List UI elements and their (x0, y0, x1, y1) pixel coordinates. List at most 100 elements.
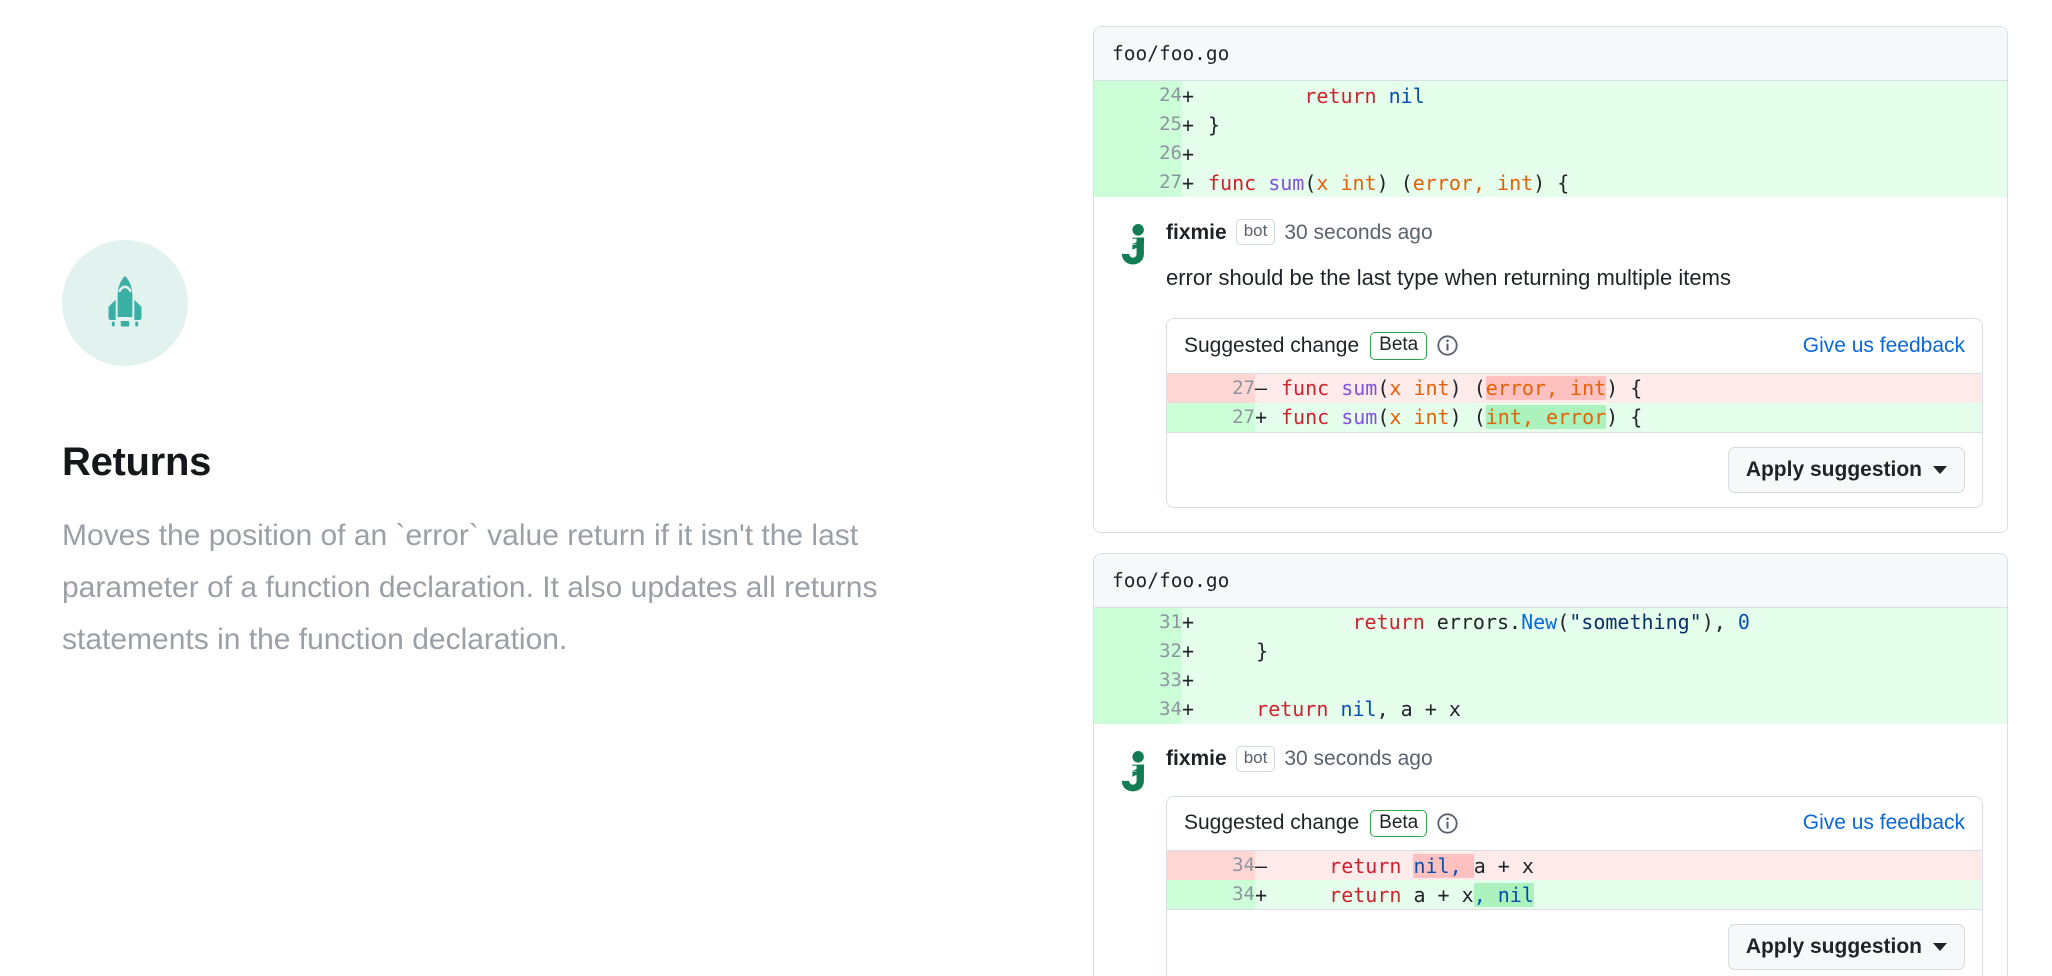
diff-row: 27 + func sum(x int) (error, int) { (1094, 168, 2007, 198)
diff-file-path[interactable]: foo/foo.go (1094, 27, 2007, 82)
code-token (1281, 854, 1329, 878)
diff-code (1208, 139, 2007, 169)
avatar[interactable] (1094, 219, 1166, 507)
diff-marker: + (1182, 139, 1208, 169)
diff-row: 32 + } (1094, 636, 2007, 666)
diff-row: 33 + (1094, 665, 2007, 695)
suggested-change-box: Suggested change Beta Give us feedback 2… (1166, 317, 1983, 508)
code-token (1328, 697, 1340, 721)
diff-code (1208, 665, 2007, 695)
review-comment: fixmie bot 30 seconds ago Suggested chan… (1094, 723, 2007, 976)
code-token: ) ( (1376, 170, 1413, 195)
suggestion-label: Suggested change (1184, 811, 1360, 835)
code-token: ) ( (1449, 376, 1486, 401)
review-threads: foo/foo.go 24 + return nil 25 + } 26 + 2… (1093, 26, 2008, 976)
code-token: func (1281, 405, 1330, 430)
suggestion-label: Suggested change (1184, 333, 1360, 357)
code-token: x int (1389, 405, 1450, 430)
comment-timestamp: 30 seconds ago (1284, 220, 1433, 244)
comment-body: fixmie bot 30 seconds ago Suggested chan… (1166, 745, 2007, 976)
diff-line-number: 32 (1094, 636, 1182, 666)
diff-file-path[interactable]: foo/foo.go (1094, 553, 2007, 608)
code-token: ), (1701, 610, 1738, 635)
code-token (1329, 405, 1341, 429)
diff-code: return nil (1208, 81, 2007, 111)
apply-suggestion-label: Apply suggestion (1745, 935, 1922, 959)
code-token: nil, (1413, 853, 1474, 878)
diff-line-number: 25 (1094, 110, 1182, 140)
bot-badge: bot (1235, 219, 1276, 245)
code-token: a + x (1473, 853, 1534, 878)
info-icon[interactable] (1437, 813, 1458, 834)
diff-line-number: 34 (1167, 880, 1255, 910)
comment-meta: fixmie bot 30 seconds ago (1166, 219, 1983, 245)
code-token: return (1329, 853, 1402, 878)
fixmie-bot-avatar-icon (1121, 224, 1144, 265)
code-token: ( (1304, 170, 1317, 195)
diff-card: foo/foo.go 24 + return nil 25 + } 26 + 2… (1093, 26, 2008, 533)
rocket-icon (108, 275, 142, 327)
rocket-icon-badge (62, 240, 188, 366)
comment-author[interactable]: fixmie (1166, 747, 1227, 771)
comment-author[interactable]: fixmie (1166, 220, 1227, 244)
code-token: x int (1389, 376, 1450, 401)
diff-code: func sum(x int) (int, error) { (1281, 402, 1982, 432)
info-icon[interactable] (1437, 335, 1458, 356)
code-token: sum (1268, 170, 1305, 195)
code-token: , nil (1473, 882, 1534, 907)
code-token: ( (1377, 405, 1390, 430)
code-token (1377, 84, 1389, 108)
diff-line-number: 27 (1167, 373, 1255, 403)
diff-line-number: 34 (1094, 694, 1182, 724)
diff-marker: + (1182, 110, 1208, 140)
code-token: } (1208, 112, 1221, 137)
diff-line-number: 24 (1094, 81, 1182, 111)
code-token: ) { (1606, 405, 1643, 430)
code-token: x int (1316, 170, 1377, 195)
suggestion-footer: Apply suggestion (1167, 909, 1982, 976)
code-token (1208, 84, 1304, 108)
suggested-change-box: Suggested change Beta Give us feedback 3… (1166, 795, 1983, 976)
apply-suggestion-button[interactable]: Apply suggestion (1727, 924, 1965, 971)
code-token (1425, 610, 1437, 634)
code-token: ) { (1533, 170, 1570, 195)
diff-row: 24 + return nil (1094, 81, 2007, 111)
diff-card: foo/foo.go 31 + return errors.New("somet… (1093, 552, 2008, 976)
diff-code: return nil, a + x (1208, 694, 2007, 724)
diff-code: return nil, a + x (1281, 851, 1982, 881)
diff-row: 34 + return nil, a + x (1094, 694, 2007, 724)
code-token: 0 (1737, 610, 1750, 635)
diff-row: 31 + return errors.New("something"), 0 (1094, 607, 2007, 637)
diff-code: return a + x, nil (1281, 880, 1982, 910)
give-feedback-link[interactable]: Give us feedback (1802, 333, 1965, 357)
code-token: return (1256, 697, 1329, 722)
diff-marker: – (1255, 373, 1281, 403)
suggestion-diff-table: 27 – func sum(x int) (error, int) { 27 +… (1167, 373, 1982, 432)
diff-code: return errors.New("something"), 0 (1208, 607, 2007, 637)
code-token: return (1352, 610, 1425, 635)
give-feedback-link[interactable]: Give us feedback (1802, 811, 1965, 835)
suggestion-diff-table: 34 – return nil, a + x 34 + return a + x… (1167, 851, 1982, 910)
avatar[interactable] (1094, 746, 1166, 976)
code-token: nil (1388, 83, 1425, 108)
code-token: } (1208, 639, 1269, 664)
suggestion-header: Suggested change Beta Give us feedback (1167, 318, 1982, 374)
beta-badge: Beta (1370, 331, 1428, 360)
code-token (1208, 697, 1256, 721)
comment-meta: fixmie bot 30 seconds ago (1166, 745, 1983, 772)
diff-row: 27 + func sum(x int) (int, error) { (1167, 402, 1982, 432)
code-token: a + x (1413, 882, 1474, 907)
code-token (1401, 883, 1413, 907)
code-token: int, error (1485, 405, 1607, 430)
diff-row: 25 + } (1094, 110, 2007, 140)
code-token: ) ( (1449, 405, 1486, 430)
diff-code: } (1208, 110, 2007, 140)
apply-suggestion-button[interactable]: Apply suggestion (1727, 446, 1965, 493)
code-token: sum (1341, 376, 1378, 401)
diff-line-number: 33 (1094, 665, 1182, 695)
beta-badge: Beta (1370, 809, 1428, 838)
diff-marker: + (1255, 402, 1281, 432)
diff-line-number: 34 (1167, 851, 1255, 881)
code-token: , a + x (1376, 697, 1461, 722)
